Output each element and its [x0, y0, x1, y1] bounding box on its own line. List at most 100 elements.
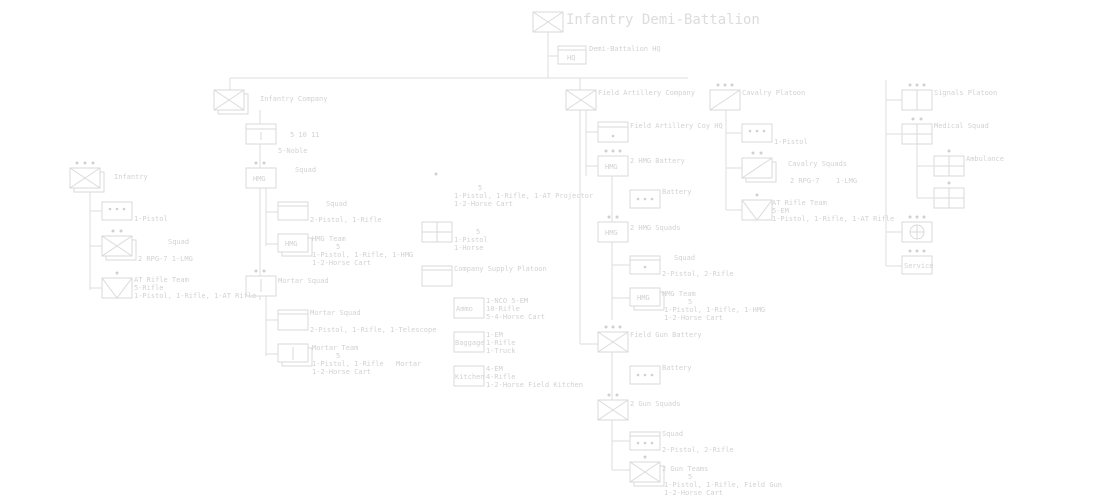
hmg-squad-sub-detail: 2-Pistol, 2-Rifle	[662, 270, 734, 278]
ammo-d1: 1-NCO 5-EM	[486, 297, 528, 305]
gun-squad-sub-detail: 2-Pistol, 2-Rifle	[662, 446, 734, 454]
left-squad-detail: 2 RPG-7 1-LMG	[138, 255, 193, 263]
hmg-battery-label: 2 HMG Battery	[630, 157, 685, 165]
baggage-d1: 1-EM	[486, 331, 503, 339]
hmg-squads-label: 2 HMG Squads	[630, 224, 681, 232]
inf-company-hq-node: 5 10 11 5-Noble	[245, 123, 320, 155]
field-gun-battery-label: Field Gun Battery	[630, 331, 702, 339]
cav-at-node: AT Rifle Team 5-EM 1-Pistol, 1-Rifle, 1-…	[726, 193, 894, 223]
ambulance-label: Ambulance	[966, 155, 1004, 163]
cav-at-label: AT Rifle Team	[772, 199, 827, 207]
inf-company-sub2: 5-Noble	[278, 147, 308, 155]
mid-horse-label: 1-Pistol	[454, 236, 488, 244]
signals-platoon-label: Signals Platoon	[934, 89, 997, 97]
gun-teams-label: 2 Gun Teams	[662, 465, 708, 473]
mortar-team-d2: 1-Pistol, 1-Rifle	[312, 360, 384, 368]
mortar-subsquad-detail: 2-Pistol, 1-Rifle, 1-Telescope	[310, 326, 436, 334]
inf-platoon-node: HMG Squad	[245, 161, 316, 189]
field-art-company-label: Field Artillery Company	[598, 89, 695, 97]
hmg-battery-node: HMG 2 HMG Battery	[586, 149, 685, 177]
baggage-d2: 1-Rifle	[486, 339, 516, 347]
ammo-d3: 5-4-Horse Cart	[486, 313, 545, 321]
cav-squads-d1: 2 RPG-7	[790, 177, 820, 185]
cavalry-platoon-label: Cavalry Platoon	[742, 89, 805, 97]
mortar-subsquad-label: Mortar Squad	[310, 309, 361, 317]
demi-hq-label: Demi-Battalion HQ	[589, 45, 661, 53]
left-at-label: AT Rifle Team	[134, 276, 189, 284]
ammo-label: Ammo	[456, 305, 473, 313]
inf-company-label: Infantry Company	[260, 95, 327, 103]
left-at-node: AT Rifle Team 5-Rifle 1-Pistol, 1-Rifle,…	[90, 271, 256, 300]
field-art-company-node: Field Artillery Company	[565, 89, 695, 111]
cav-squads-label: Cavalry Squads	[788, 160, 847, 168]
infantry-left-node: Infantry	[69, 161, 148, 193]
left-at-d2: 1-Pistol, 1-Rifle, 1-AT Rifle	[134, 292, 256, 300]
hmg-team-d3: 1-2-Horse Cart	[312, 259, 371, 267]
cavalry-platoon-node: Cavalry Platoon	[709, 83, 805, 111]
kitchen-d3: 1-2-Horse Field Kitchen	[486, 381, 583, 389]
gun-teams-node: 2 Gun Teams 5 1-Pistol, 1-Rifle, Field G…	[612, 455, 782, 497]
cav-at-d1: 5-EM	[772, 207, 789, 215]
svg-text:HQ: HQ	[567, 54, 575, 62]
mid-horse-node: 5 1-Pistol 1-Horse	[421, 221, 488, 252]
gun-squad-sub-label: Squad	[662, 430, 683, 438]
wheel-node	[886, 215, 933, 243]
left-squad-node: Squad 2 RPG-7 1-LMG	[90, 229, 193, 263]
mortar-team-node: Mortar Team 5 1-Pistol, 1-Rifle 1-2-Hors…	[266, 343, 421, 376]
demi-hq-node: HQ Demi-Battalion HQ	[548, 45, 661, 65]
svg-text:HMG: HMG	[605, 229, 618, 237]
gun-teams-d3: 1-2-Horse Cart	[664, 489, 723, 497]
svg-text:HMG: HMG	[253, 175, 266, 183]
svg-text:HMG: HMG	[285, 240, 298, 248]
gun-squads-node: 2 Gun Squads	[597, 393, 681, 421]
ammo-node: Ammo 1-NCO 5-EM 10-Rifle 5-4-Horse Cart	[453, 297, 545, 321]
hmg-team2-node: HMG HMG Team 5 1-Pistol, 1-Rifle, 1-HMG …	[612, 287, 765, 322]
medical-squad-node: Medical Squad	[886, 117, 989, 145]
inf-company-sub: 5 10 11	[290, 131, 320, 139]
squad-node: Squad 2-Pistol, 1-Rifle	[266, 200, 382, 224]
battery2-label: Battery	[662, 364, 692, 372]
cav-squads-d2: 1-LMG	[836, 177, 857, 185]
gun-teams-d1: 5	[688, 473, 692, 481]
svg-text:HMG: HMG	[605, 163, 618, 171]
mid-cart2-label: 1-2-Horse Cart	[454, 200, 513, 208]
kitchen-d2: 4-Rifle	[486, 373, 516, 381]
page-title: Infantry Demi-Battalion	[566, 12, 760, 28]
hmg-team2-label: HMG Team	[662, 290, 696, 298]
field-art-hq-node: Field Artillery Coy HQ	[586, 121, 723, 143]
hmg-squad-sub-label: Squad	[674, 254, 695, 262]
cav-pistol-label: 1-Pistol	[774, 138, 808, 146]
left-squad-label: Squad	[168, 238, 189, 246]
hmg-team2-d2: 1-Pistol, 1-Rifle, 1-HMG	[664, 306, 765, 314]
mortar-team-label: Mortar Team	[312, 344, 358, 352]
supply-platoon-node: Company Supply Platoon	[421, 265, 547, 287]
battery-label: Battery	[662, 188, 692, 196]
svg-text:5: 5	[476, 228, 480, 236]
baggage-node: Baggage 1-EM 1-Rifle 1-Truck	[453, 331, 516, 355]
supply-platoon-label: Company Supply Platoon	[454, 265, 547, 273]
platoon-squad-label: Squad	[295, 166, 316, 174]
left-pistol-label: 1-Pistol	[134, 215, 168, 223]
hmg-squad-sub-node: Squad 2-Pistol, 2-Rifle	[612, 254, 734, 278]
hmg-team2-d3: 1-2-Horse Cart	[664, 314, 723, 322]
medic-team-node	[917, 181, 965, 209]
hmg-squads-node: HMG 2 HMG Squads	[597, 215, 681, 243]
cav-at-d2: 1-Pistol, 1-Rifle, 1-AT Rifle	[772, 215, 894, 223]
baggage-d3: 1-Truck	[486, 347, 516, 355]
ambulance-node: Ambulance	[917, 149, 1004, 177]
demi-battalion-node: Infantry Demi-Battalion	[532, 11, 760, 33]
hmg-team-d2: 1-Pistol, 1-Rifle, 1-HMG	[312, 251, 413, 259]
signals-platoon-node: Signals Platoon	[886, 83, 997, 111]
mid-cart-label: 1-Pistol, 1-Rifle, 1-AT Projector	[454, 192, 593, 200]
squad-detail: 2-Pistol, 1-Rifle	[310, 216, 382, 224]
hmg-team-d1: 5	[336, 243, 340, 251]
left-at-d1: 5-Rifle	[134, 284, 164, 292]
field-art-hq-label: Field Artillery Coy HQ	[630, 122, 723, 130]
gun-teams-d2: 1-Pistol, 1-Rifle, Field Gun	[664, 481, 782, 489]
infantry-company-node: Infantry Company	[213, 89, 327, 115]
mortar-team-d1: 5	[336, 352, 340, 360]
squad-label: Squad	[326, 200, 347, 208]
hmg-team-node: HMG HMG Team 5 1-Pistol, 1-Rifle, 1-HMG …	[266, 233, 413, 267]
hmg-team2-d1: 5	[688, 298, 692, 306]
